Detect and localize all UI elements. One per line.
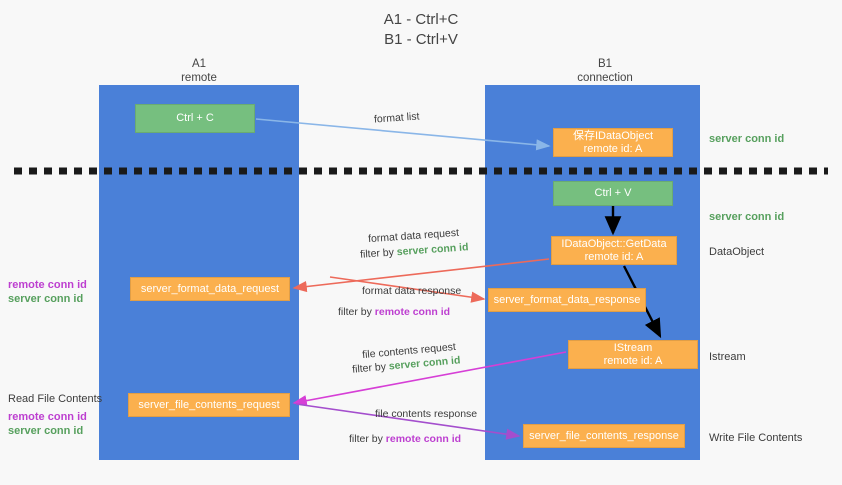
box-ctrl-c-label: Ctrl + C — [176, 112, 214, 124]
annotation-write-file-contents: Write File Contents — [709, 432, 803, 444]
annotation-server-conn-id-second: server conn id — [709, 211, 785, 223]
box-server-file-contents-response-label: server_file_contents_response — [529, 429, 679, 442]
title-line-2: B1 - Ctrl+V — [384, 31, 458, 48]
filter-prefix-4: filter by — [349, 433, 386, 445]
annotation-istream: Istream — [709, 351, 746, 363]
box-idataobject-getdata[interactable]: IDataObject::GetData remote id: A — [551, 236, 677, 265]
lane-a1-subtitle: remote — [181, 72, 217, 84]
annotation-remote-conn-id-1: remote conn id — [8, 279, 87, 291]
box-ctrl-v[interactable]: Ctrl + V — [553, 181, 673, 206]
box-idataobject-getdata-line2: remote id: A — [584, 250, 644, 263]
annotation-remote-conn-id-2: remote conn id — [8, 411, 87, 423]
label-format-list: format list — [373, 110, 420, 126]
box-server-file-contents-request[interactable]: server_file_contents_request — [128, 393, 290, 417]
title-line-1: A1 - Ctrl+C — [383, 11, 459, 28]
lane-a1-name: A1 — [191, 58, 207, 70]
lane-header-b1: B1 connection — [525, 57, 685, 85]
annotation-server-conn-id-left-2: server conn id — [8, 425, 84, 437]
lane-b1-name: B1 — [597, 58, 613, 70]
box-ctrl-v-label: Ctrl + V — [594, 187, 632, 199]
label-format-data-response-filter: filter by remote conn id — [338, 305, 450, 319]
box-save-idataobject[interactable]: 保存IDataObject remote id: A — [553, 128, 673, 157]
box-server-file-contents-request-label: server_file_contents_request — [138, 398, 280, 411]
annotation-dataobject: DataObject — [709, 246, 765, 258]
box-server-format-data-response[interactable]: server_format_data_response — [488, 288, 646, 312]
filter-key-server-conn-id-1: server conn id — [396, 241, 469, 259]
box-save-idataobject-line2: remote id: A — [583, 142, 643, 155]
box-server-format-data-request[interactable]: server_format_data_request — [130, 277, 290, 301]
box-server-file-contents-response[interactable]: server_file_contents_response — [523, 424, 685, 448]
filter-prefix-1: filter by — [359, 246, 398, 261]
label-file-contents-response: file contents response — [375, 408, 478, 420]
filter-key-remote-conn-id-1: remote conn id — [374, 306, 451, 318]
box-ctrl-c[interactable]: Ctrl + C — [135, 104, 255, 133]
box-istream-line1: IStream — [613, 341, 653, 354]
box-istream-line2: remote id: A — [603, 354, 663, 367]
label-format-data-response: format data response — [362, 285, 462, 297]
box-server-format-data-response-label: server_format_data_response — [493, 293, 641, 306]
box-server-format-data-request-label: server_format_data_request — [140, 282, 280, 295]
annotation-read-file-contents: Read File Contents — [8, 393, 103, 405]
label-file-contents-response-filter: filter by remote conn id — [349, 432, 461, 446]
page-title: A1 - Ctrl+C B1 - Ctrl+V — [0, 10, 842, 50]
lane-header-a1: A1 remote — [119, 57, 279, 85]
box-istream[interactable]: IStream remote id: A — [568, 340, 698, 369]
annotation-conn-ids-upper: remote conn id server conn id — [8, 278, 87, 306]
annotation-server-conn-id-top: server conn id — [709, 133, 785, 145]
annotation-conn-ids-lower: remote conn id server conn id — [8, 410, 87, 438]
box-idataobject-getdata-line1: IDataObject::GetData — [561, 237, 667, 250]
filter-key-remote-conn-id-2: remote conn id — [385, 433, 462, 445]
annotation-server-conn-id-left-1: server conn id — [8, 293, 84, 305]
filter-prefix-2: filter by — [338, 306, 375, 318]
lane-b1-subtitle: connection — [577, 72, 633, 84]
filter-prefix-3: filter by — [351, 360, 390, 376]
box-save-idataobject-line1: 保存IDataObject — [572, 129, 654, 142]
